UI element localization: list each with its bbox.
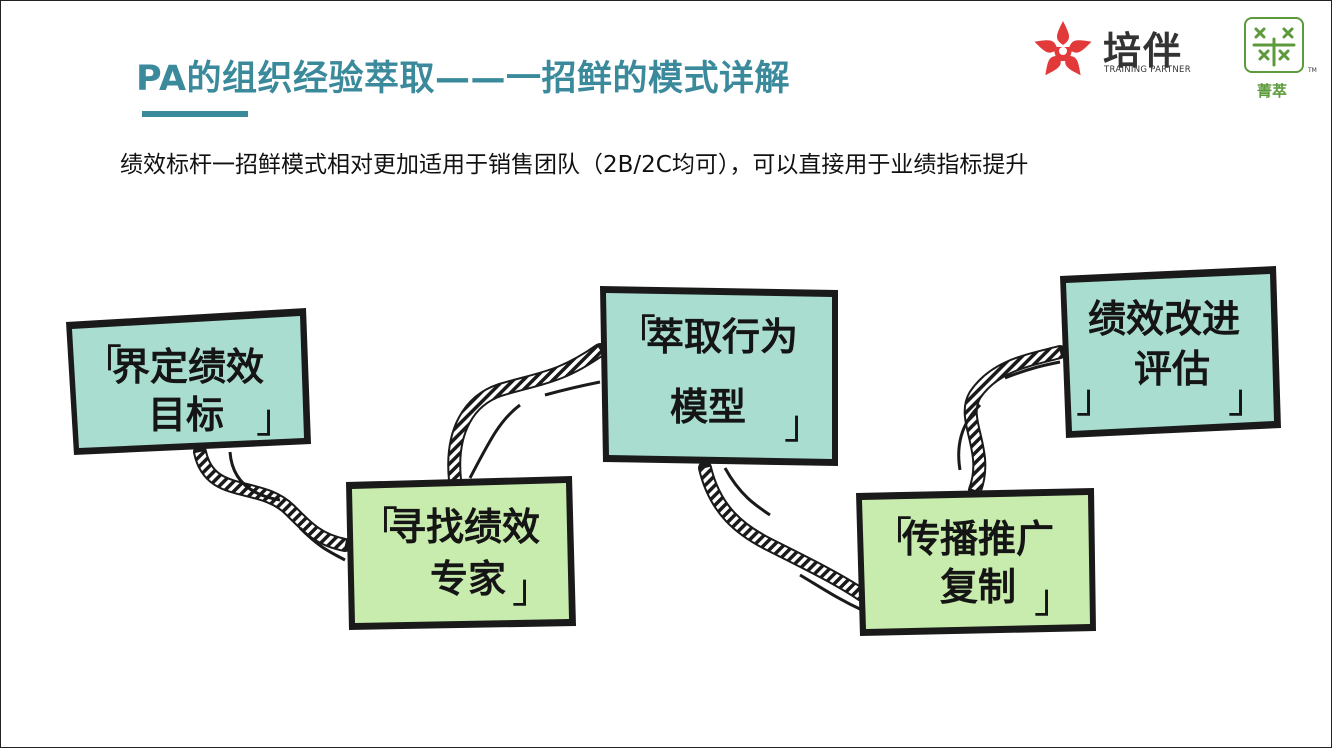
- bracket-close-right: 」: [1228, 376, 1268, 422]
- step-3-line2: 模型: [670, 385, 746, 429]
- step-card-1: 「 界定绩效 目标 」: [66, 308, 311, 455]
- dna-helix-icon: [200, 452, 345, 560]
- step-2-line2: 专家: [430, 557, 506, 601]
- bracket-close-left: 」: [1076, 376, 1116, 422]
- dna-helix-icon: [454, 350, 600, 480]
- step-4-line2: 复制: [940, 565, 1016, 609]
- step-4-line1: 传播推广: [901, 517, 1054, 561]
- dna-helix-icon: [959, 352, 1060, 490]
- step-5-line1: 绩效改进: [1088, 297, 1240, 341]
- step-1-line2: 目标: [148, 393, 224, 437]
- bracket-close: 」: [784, 402, 824, 448]
- step-2-line1: 寻找绩效: [388, 505, 540, 549]
- bracket-close: 」: [1034, 576, 1074, 622]
- step-card-5: 绩效改进 评估 」 」: [1060, 266, 1281, 438]
- dna-helix-icon: [705, 468, 862, 610]
- step-card-2: 「 寻找绩效 专家 」: [346, 476, 576, 630]
- step-card-3: 「 萃取行为 模型 」: [600, 286, 838, 466]
- step-card-4: 「 传播推广 复制 」: [856, 488, 1096, 636]
- step-5-line2: 评估: [1134, 347, 1210, 391]
- step-1-line1: 界定绩效: [112, 345, 264, 389]
- bracket-close: 」: [256, 396, 296, 442]
- bracket-close: 」: [512, 566, 552, 612]
- step-3-line1: 萃取行为: [646, 315, 798, 359]
